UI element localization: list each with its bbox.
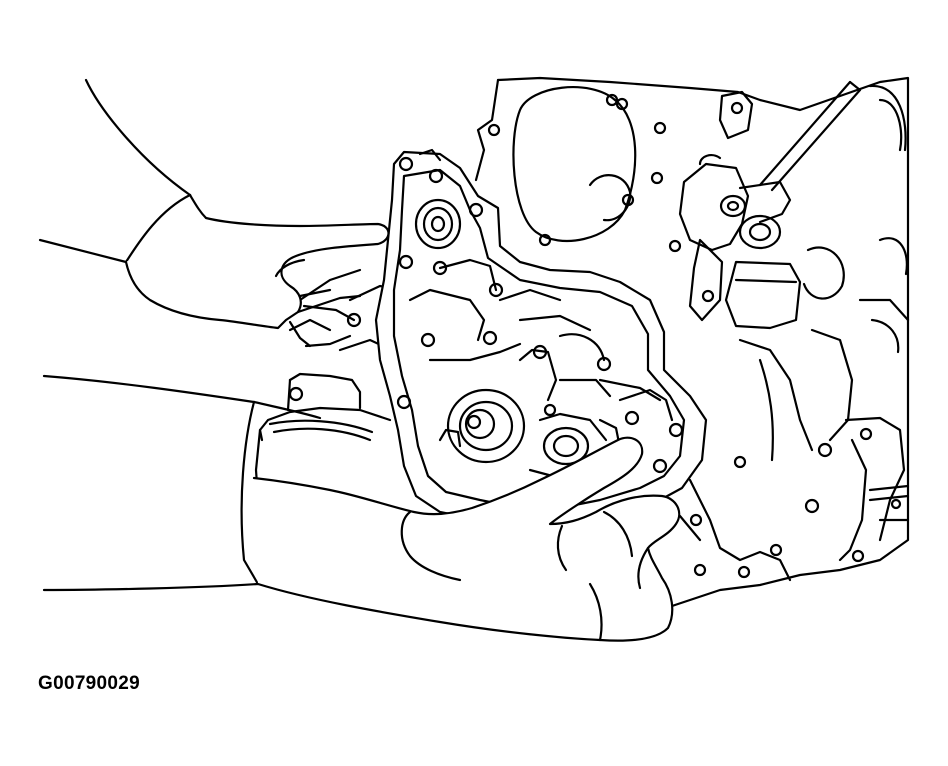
figure-code: G00790029 xyxy=(38,673,141,694)
engine-block xyxy=(474,76,910,612)
upper-hand xyxy=(38,78,390,348)
lower-hand xyxy=(42,374,681,642)
timing-cover xyxy=(346,148,708,530)
